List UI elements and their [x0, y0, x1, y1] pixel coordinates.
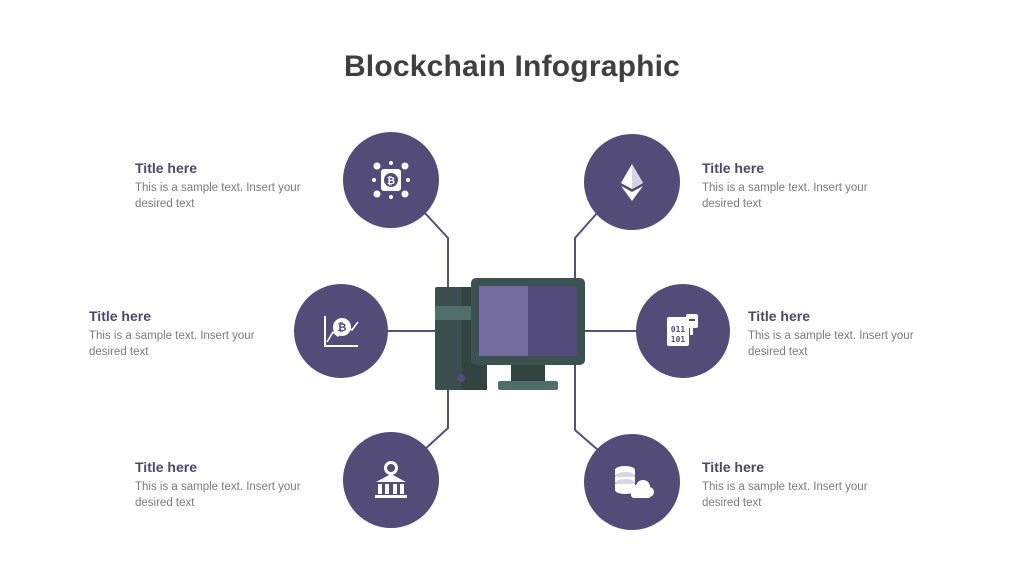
item-description-line2: desired text — [748, 346, 808, 358]
connector-top-left — [423, 211, 449, 290]
ethereum-icon — [621, 164, 643, 201]
node-middle-right: 011 101 — [636, 284, 730, 378]
item-description-line2: desired text — [135, 497, 195, 509]
node-top-right — [584, 134, 680, 230]
binary-key-icon: 011 101 — [667, 314, 698, 346]
page-title: Blockchain Infographic — [343, 50, 681, 83]
connector-bottom-left — [423, 390, 449, 451]
item-title: Title here — [89, 308, 151, 324]
bank-coin-icon — [375, 461, 407, 498]
item-middle-left: Title here This is a sample text. Insert… — [89, 308, 289, 360]
item-title: Title here — [702, 459, 764, 475]
item-top-left: Title here This is a sample text. Insert… — [135, 160, 335, 212]
item-description-line2: desired text — [702, 198, 762, 210]
item-title: Title here — [135, 459, 197, 475]
item-description-line2: desired text — [135, 198, 195, 210]
item-title: Title here — [748, 308, 810, 324]
connectors — [388, 211, 636, 451]
item-description-line1: This is a sample text. Insert your — [702, 481, 868, 493]
node-bottom-left — [343, 432, 439, 528]
svg-text:₿: ₿ — [387, 175, 395, 187]
node-middle-left: ₿ — [294, 284, 388, 378]
item-description-line1: This is a sample text. Insert your — [135, 481, 301, 493]
item-title: Title here — [135, 160, 197, 176]
connector-top-right — [574, 211, 599, 278]
svg-text:101: 101 — [671, 335, 686, 344]
item-description-line1: This is a sample text. Insert your — [89, 330, 255, 342]
item-description-line1: This is a sample text. Insert your — [702, 182, 868, 194]
item-middle-right: Title here This is a sample text. Insert… — [748, 308, 948, 360]
item-top-right: Title here This is a sample text. Insert… — [702, 160, 902, 212]
coin-cloud-icon — [615, 466, 654, 498]
item-bottom-left: Title here This is a sample text. Insert… — [135, 459, 335, 511]
item-description-line2: desired text — [89, 346, 149, 358]
item-bottom-right: Title here This is a sample text. Insert… — [702, 459, 902, 511]
desktop-computer-icon — [435, 278, 585, 390]
bitcoin-network-icon: ₿ — [372, 161, 410, 199]
svg-text:011: 011 — [671, 325, 686, 334]
item-title: Title here — [702, 160, 764, 176]
connector-bottom-right — [574, 365, 599, 451]
item-description-line1: This is a sample text. Insert your — [748, 330, 914, 342]
node-top-left: ₿ — [343, 132, 439, 228]
bitcoin-chart-icon: ₿ — [324, 316, 359, 347]
svg-text:₿: ₿ — [338, 321, 347, 334]
node-bottom-right — [584, 434, 680, 530]
item-description-line2: desired text — [702, 497, 762, 509]
item-description-line1: This is a sample text. Insert your — [135, 182, 301, 194]
